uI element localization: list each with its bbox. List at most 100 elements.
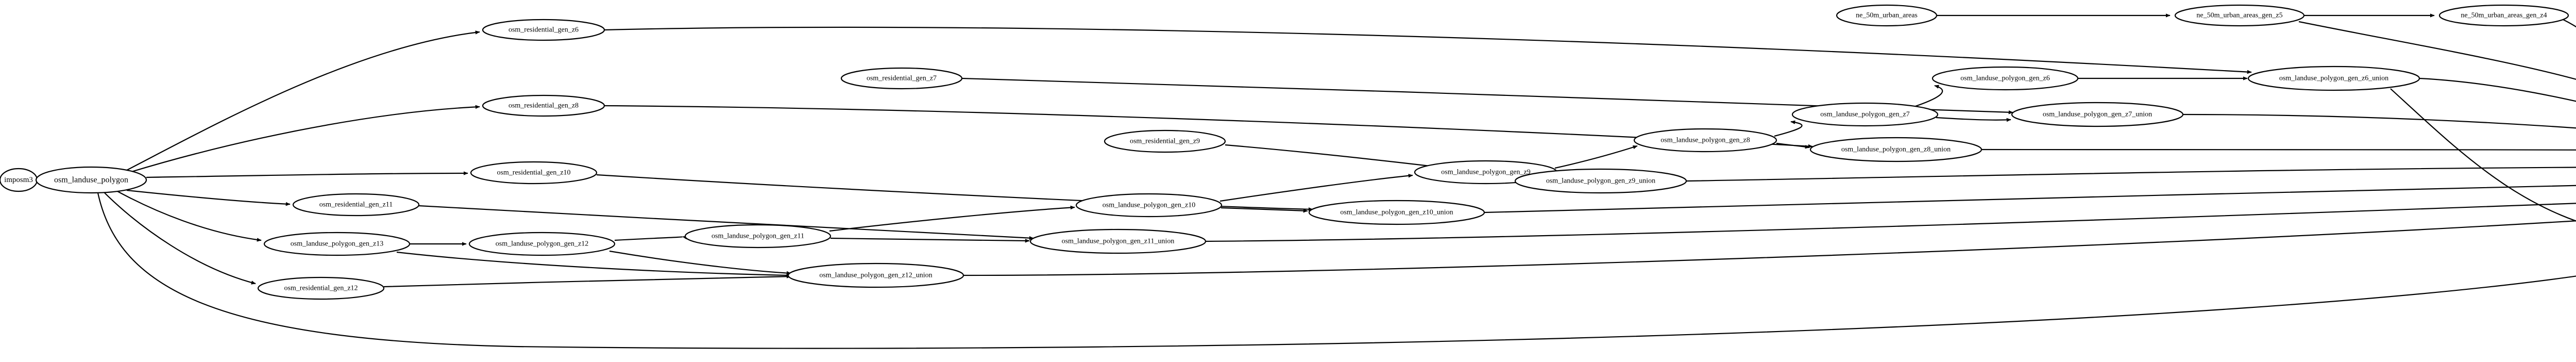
graph-node-osm_residential_gen_z8[interactable]: osm_residential_gen_z8 <box>482 94 605 117</box>
node-label: osm_landuse_polygon_gen_z7_union <box>2043 111 2152 119</box>
graph-edge <box>129 105 480 173</box>
node-ellipse <box>482 19 605 41</box>
node-label: ne_50m_urban_areas_gen_z5 <box>2196 12 2282 20</box>
graph-edge <box>117 191 262 242</box>
graph-node-osm_landuse_polygon_gen_z10[interactable]: osm_landuse_polygon_gen_z10 <box>1075 193 1223 218</box>
graph-node-osm_residential_gen_z12[interactable]: osm_residential_gen_z12 <box>257 276 385 300</box>
node-ellipse <box>1104 129 1226 153</box>
graph-node-osm_landuse_polygon_gen_z11[interactable]: osm_landuse_polygon_gen_z11 <box>684 224 832 249</box>
edge-path-osm_landuse_polygon-to-osm_residential_gen_z6 <box>126 30 480 171</box>
node-ellipse <box>470 161 598 185</box>
graph-node-imposm3[interactable]: imposm3 <box>0 168 38 192</box>
edge-path-osm_landuse_polygon_gen_z6_union-to-legend.z6 <box>2419 77 2576 102</box>
node-ellipse <box>263 232 411 256</box>
node-ellipse <box>482 94 605 117</box>
graph-edge <box>126 30 480 171</box>
graph-edge <box>963 220 2576 276</box>
graph-node-osm_residential_gen_z7[interactable]: osm_residential_gen_z7 <box>840 67 963 90</box>
node-label: osm_landuse_polygon_gen_z9_union <box>1546 177 1655 185</box>
graph-node-osm_residential_gen_z10[interactable]: osm_residential_gen_z10 <box>470 161 598 185</box>
graph-edge <box>614 235 687 241</box>
edge-path-osm_landuse_polygon_gen_z8-to-osm_landuse_polygon_gen_z8_union <box>1776 142 1810 149</box>
graph-edge <box>829 205 1075 232</box>
graph-node-ne_50m_urban_areas[interactable]: ne_50m_urban_areas <box>1836 4 1938 27</box>
edge-path-osm_landuse_polygon_gen_z11-to-osm_landuse_polygon_gen_z11_union <box>830 237 1030 243</box>
edge-path-osm_residential_gen_z12-to-osm_landuse_polygon_gen_z12_union <box>383 274 791 288</box>
graph-node-osm_landuse_polygon_gen_z6[interactable]: osm_landuse_polygon_gen_z6 <box>1931 66 2079 91</box>
graph-node-osm_residential_gen_z11[interactable]: osm_residential_gen_z11 <box>292 193 420 217</box>
node-ellipse <box>2174 4 2305 27</box>
edge-path-osm_residential_gen_z6-to-osm_landuse_polygon_gen_z6_union <box>604 26 2252 74</box>
graph-node-ne_50m_urban_areas_gen_z5[interactable]: ne_50m_urban_areas_gen_z5 <box>2174 4 2305 27</box>
graph-edge <box>1221 207 1308 213</box>
graph-node-ne_50m_urban_areas_gen_z4[interactable]: ne_50m_urban_areas_gen_z4 <box>2438 4 2569 27</box>
graph-edge <box>1774 120 1803 137</box>
graph-edge <box>604 26 2252 74</box>
node-label: osm_landuse_polygon_gen_z12_union <box>819 272 932 279</box>
edge-path-osm_landuse_polygon-to-osm_residential_gen_z11 <box>126 189 291 206</box>
node-label: osm_landuse_polygon_gen_z6 <box>1960 75 2049 83</box>
graph-node-osm_landuse_polygon[interactable]: osm_landuse_polygon <box>35 166 147 194</box>
node-ellipse <box>1029 228 1207 254</box>
graph-edge <box>1686 167 2576 182</box>
node-label: osm_residential_gen_z6 <box>509 26 579 34</box>
graph-node-osm_landuse_polygon_gen_z7_union[interactable]: osm_landuse_polygon_gen_z7_union <box>2011 102 2184 127</box>
graph-edge <box>2563 19 2576 28</box>
node-label: osm_residential_gen_z11 <box>319 201 393 209</box>
node-ellipse <box>840 67 963 90</box>
edge-path-osm_landuse_polygon_gen_z11_union-to-legend.z11 <box>1205 203 2576 242</box>
edge-path-osm_landuse_polygon_gen_z12-to-osm_landuse_polygon_gen_z11 <box>614 235 687 241</box>
node-label: osm_landuse_polygon_gen_z13 <box>291 240 383 248</box>
graph-node-osm_landuse_polygon_gen_z12_union[interactable]: osm_landuse_polygon_gen_z12_union <box>787 262 964 288</box>
edge-path-osm_landuse_polygon_gen_z7-to-osm_landuse_polygon_gen_z6 <box>1912 85 1943 108</box>
node-ellipse <box>787 262 964 288</box>
graph-edge <box>830 237 1030 243</box>
graph-edge <box>1912 85 1943 108</box>
edge-path-osm_landuse_polygon-to-legend.z14+ <box>97 192 2576 349</box>
graph-node-osm_residential_gen_z9[interactable]: osm_residential_gen_z9 <box>1104 129 1226 153</box>
graph-node-osm_landuse_polygon_gen_z10_union[interactable]: osm_landuse_polygon_gen_z10_union <box>1308 200 1485 225</box>
graph-edge <box>418 205 1034 240</box>
node-ellipse <box>1514 168 1687 194</box>
graph-edge <box>2390 88 2576 222</box>
node-label: osm_residential_gen_z8 <box>509 102 579 110</box>
node-ellipse <box>684 224 832 249</box>
graph-edge <box>1554 145 1638 169</box>
graph-node-osm_landuse_polygon_gen_z8_union[interactable]: osm_landuse_polygon_gen_z8_union <box>1809 137 1982 162</box>
node-ellipse <box>1791 102 1939 127</box>
node-ellipse <box>468 232 616 256</box>
node-label: osm_residential_gen_z9 <box>1130 138 1200 145</box>
graph-edge <box>1205 203 2576 242</box>
node-ellipse <box>257 276 385 300</box>
edge-path-osm_landuse_polygon_gen_z10-to-osm_landuse_polygon_gen_z9 <box>1219 174 1413 202</box>
node-ellipse <box>1308 200 1485 225</box>
node-ellipse <box>1809 137 1982 162</box>
node-ellipse <box>2011 102 2184 127</box>
graph-node-osm_landuse_polygon_gen_z7[interactable]: osm_landuse_polygon_gen_z7 <box>1791 102 1939 127</box>
node-ellipse <box>2438 4 2569 27</box>
node-ellipse <box>1931 66 2079 91</box>
edge-path-osm_landuse_polygon_gen_z8-to-osm_landuse_polygon_gen_z7 <box>1774 120 1803 137</box>
graph-node-osm_landuse_polygon_gen_z8[interactable]: osm_landuse_polygon_gen_z8 <box>1633 128 1777 153</box>
graph-node-osm_landuse_polygon_gen_z11_union[interactable]: osm_landuse_polygon_gen_z11_union <box>1029 228 1207 254</box>
graph-node-osm_residential_gen_z6[interactable]: osm_residential_gen_z6 <box>482 19 605 41</box>
graph-node-osm_landuse_polygon_gen_z9_union[interactable]: osm_landuse_polygon_gen_z9_union <box>1514 168 1687 194</box>
graph-node-osm_landuse_polygon_gen_z13[interactable]: osm_landuse_polygon_gen_z13 <box>263 232 411 256</box>
node-label: osm_landuse_polygon_gen_z8_union <box>1841 146 1951 154</box>
edge-path-osm_landuse_polygon_gen_z7-to-osm_landuse_polygon_gen_z7_union <box>1936 117 2011 122</box>
node-label: osm_landuse_polygon_gen_z10_union <box>1340 209 1453 217</box>
edge-path-osm_landuse_polygon_gen_z7_union-to-legend.z7 <box>2182 113 2576 129</box>
graph-edge <box>104 192 256 285</box>
graph-node-osm_landuse_polygon_gen_z12[interactable]: osm_landuse_polygon_gen_z12 <box>468 232 616 256</box>
node-label: osm_landuse_polygon_gen_z11 <box>711 233 804 240</box>
edge-path-osm_landuse_polygon-to-osm_residential_gen_z10 <box>146 171 468 178</box>
edge-path-osm_landuse_polygon_gen_z6_union-to-legend.z13 <box>2390 88 2576 222</box>
graph-node-osm_landuse_polygon_gen_z6_union[interactable]: osm_landuse_polygon_gen_z6_union <box>2247 65 2420 91</box>
edge-path-osm_landuse_polygon_gen_z9-to-osm_landuse_polygon_gen_z8 <box>1554 145 1638 169</box>
node-ellipse <box>35 166 147 194</box>
graph-edge <box>2419 77 2576 102</box>
edge-path-osm_landuse_polygon_gen_z10-to-osm_landuse_polygon_gen_z10_union <box>1221 207 1308 213</box>
